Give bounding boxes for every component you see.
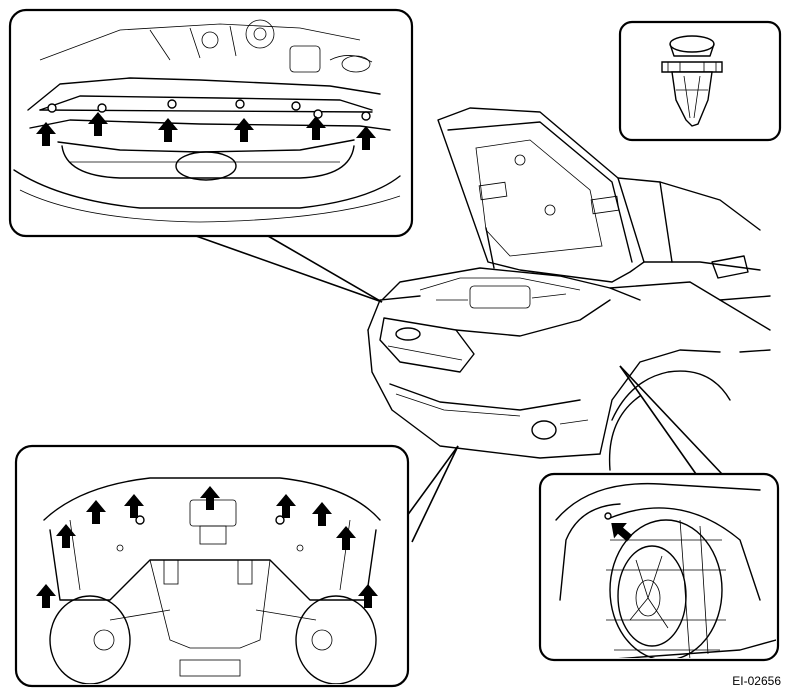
arrow-marker — [36, 122, 56, 146]
car-illustration — [367, 107, 771, 481]
detail-clip-fastener — [618, 20, 782, 142]
arrow-marker — [158, 118, 178, 142]
arrow-marker — [234, 118, 254, 142]
callout-lines — [195, 235, 723, 543]
arrow-marker — [356, 126, 376, 150]
arrow-marker — [36, 584, 56, 608]
arrow-marker — [276, 494, 296, 518]
figure-reference-code: EI-02656 — [732, 674, 781, 688]
detail-upper-grille — [8, 8, 414, 238]
arrow-marker — [124, 494, 144, 518]
arrow-marker — [56, 524, 76, 548]
arrow-marker — [358, 584, 378, 608]
arrow-marker — [306, 116, 326, 140]
arrow-marker — [611, 523, 633, 542]
arrow-marker — [336, 526, 356, 550]
arrow-marker — [86, 500, 106, 524]
arrow-marker — [88, 112, 108, 136]
arrow-marker — [200, 486, 220, 510]
detail-under-cover — [14, 444, 410, 688]
detail-wheel-well — [538, 472, 780, 662]
arrow-marker — [312, 502, 332, 526]
